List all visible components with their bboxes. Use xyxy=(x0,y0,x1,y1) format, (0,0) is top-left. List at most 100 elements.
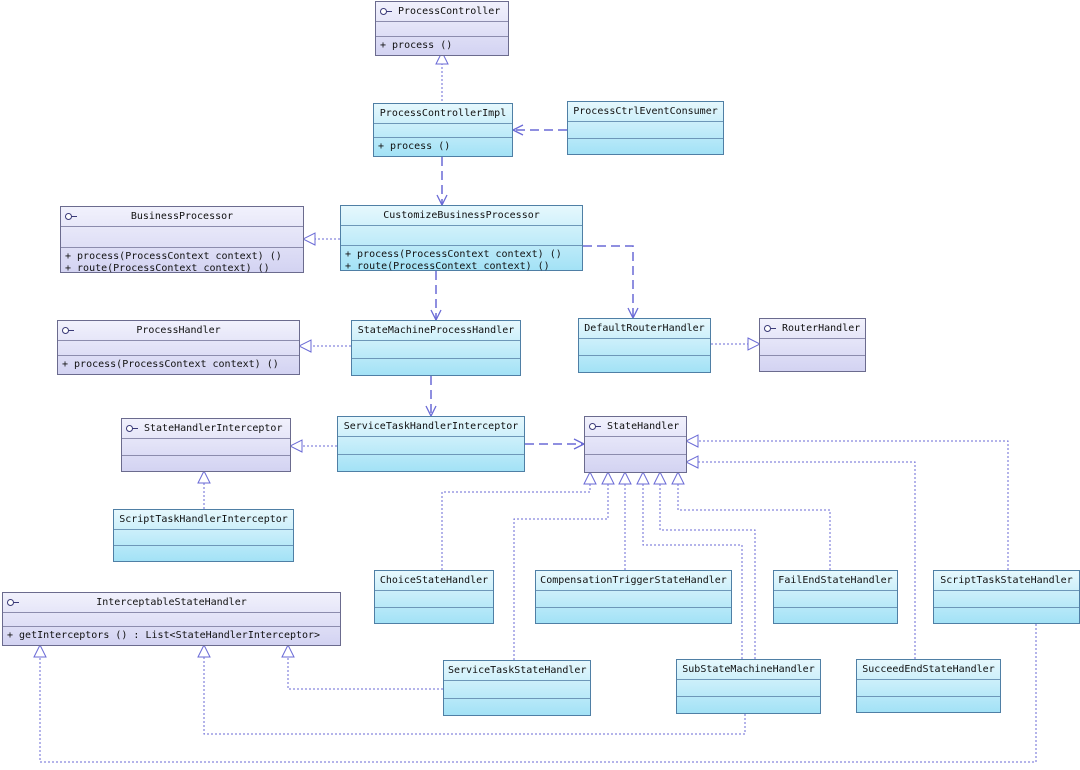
class-name: ProcessControllerImpl xyxy=(379,108,507,119)
state-machine-process-handler-class[interactable]: StateMachineProcessHandler xyxy=(351,320,521,376)
methods-section xyxy=(774,606,897,624)
choice-state-handler-class[interactable]: ChoiceStateHandler xyxy=(374,570,494,624)
edge-service-task-to-state-handler xyxy=(513,473,608,660)
state-handler-interceptor-interface[interactable]: StateHandlerInterceptor xyxy=(121,418,291,472)
fail-end-state-handler-class[interactable]: FailEndStateHandler xyxy=(773,570,898,624)
class-name: CompensationTriggerStateHandler xyxy=(540,575,727,586)
methods-section xyxy=(585,454,686,472)
edge-service-task-to-interceptable xyxy=(288,646,443,690)
service-task-handler-interceptor-class[interactable]: ServiceTaskHandlerInterceptor xyxy=(337,416,525,472)
class-name: SucceedEndStateHandler xyxy=(862,664,995,675)
edge-script-task-to-state-handler xyxy=(687,441,1009,570)
edge-submachine-a-to-state-handler xyxy=(643,473,743,659)
method: + process(ProcessContext context) () xyxy=(65,250,282,262)
router-handler-interface[interactable]: RouterHandler xyxy=(759,318,866,372)
attributes-section xyxy=(568,121,723,138)
attributes-section xyxy=(579,338,710,355)
attributes-section xyxy=(338,436,524,454)
attributes-section xyxy=(857,679,1000,696)
class-name: FailEndStateHandler xyxy=(778,575,893,586)
attributes-section xyxy=(585,436,686,454)
method: + process () xyxy=(378,141,451,152)
class-name: ChoiceStateHandler xyxy=(379,575,489,586)
sub-state-machine-handler-class[interactable]: SubStateMachineHandler xyxy=(676,659,821,714)
class-name: ServiceTaskHandlerInterceptor xyxy=(343,421,519,432)
methods-section xyxy=(352,357,520,376)
customize-business-processor-class[interactable]: CustomizeBusinessProcessor + process(Pro… xyxy=(340,205,583,272)
interface-icon xyxy=(126,423,140,433)
methods-section xyxy=(338,453,524,472)
attributes-section xyxy=(352,340,520,358)
succeed-end-state-handler-class[interactable]: SucceedEndStateHandler xyxy=(856,659,1001,713)
edge-fail-end-to-state-handler xyxy=(678,473,831,570)
interface-icon xyxy=(7,597,21,607)
class-name: StateHandlerInterceptor xyxy=(122,419,290,438)
attributes-section xyxy=(114,529,293,545)
methods-section: + process () xyxy=(376,35,508,56)
class-name-text: ProcessHandler xyxy=(136,325,221,336)
class-name: ServiceTaskStateHandler xyxy=(448,665,587,676)
class-name-text: InterceptableStateHandler xyxy=(96,597,247,608)
process-controller-impl-class[interactable]: ProcessControllerImpl + process () xyxy=(373,103,513,157)
dependency-edges xyxy=(431,130,633,444)
attributes-section xyxy=(774,590,897,607)
methods-section: + process(ProcessContext context) () + r… xyxy=(61,246,303,274)
script-task-handler-interceptor-class[interactable]: ScriptTaskHandlerInterceptor xyxy=(113,509,294,562)
interface-icon xyxy=(380,6,394,16)
process-handler-interface[interactable]: ProcessHandler + process(ProcessContext … xyxy=(57,320,300,375)
methods-section: + process(ProcessContext context) () xyxy=(58,354,299,375)
attributes-section xyxy=(341,225,582,245)
methods-section xyxy=(568,137,723,155)
edge-succeed-end-to-state-handler xyxy=(687,462,916,659)
methods-section xyxy=(579,355,710,372)
attributes-section xyxy=(122,438,290,455)
methods-section xyxy=(444,697,590,716)
class-name: SubStateMachineHandler xyxy=(682,664,815,675)
business-processor-interface[interactable]: BusinessProcessor + process(ProcessConte… xyxy=(60,206,304,274)
method: + getInterceptors () : List<StateHandler… xyxy=(7,630,321,641)
edge-script-task-to-interceptable xyxy=(40,624,1037,763)
class-name: ScriptTaskStateHandler xyxy=(940,575,1073,586)
attributes-section xyxy=(760,338,865,355)
attributes-section xyxy=(374,123,512,137)
methods-section: + process () xyxy=(374,137,512,156)
class-name: RouterHandler xyxy=(760,319,865,338)
method: + process(ProcessContext context) () xyxy=(345,249,562,260)
attributes-section xyxy=(934,590,1079,607)
method: + process(ProcessContext context) () xyxy=(62,358,279,370)
class-name-text: BusinessProcessor xyxy=(130,211,234,222)
class-name: ProcessHandler xyxy=(58,321,299,340)
default-router-handler-class[interactable]: DefaultRouterHandler xyxy=(578,318,711,373)
methods-section xyxy=(857,695,1000,713)
methods-section xyxy=(536,606,731,624)
edge-choice-to-state-handler xyxy=(441,473,590,570)
attributes-section xyxy=(536,590,731,607)
class-name: StateMachineProcessHandler xyxy=(357,325,515,336)
attributes-section xyxy=(444,680,590,698)
class-name-text: ProcessController xyxy=(398,6,501,17)
methods-section xyxy=(114,545,293,561)
interface-icon xyxy=(764,323,778,333)
interceptable-state-handler-interface[interactable]: InterceptableStateHandler + getIntercept… xyxy=(2,592,341,646)
class-name: StateHandler xyxy=(585,417,686,436)
attributes-section xyxy=(3,612,340,626)
process-controller-interface[interactable]: ProcessController + process () xyxy=(375,1,509,56)
method: + process () xyxy=(380,39,453,51)
script-task-state-handler-class[interactable]: ScriptTaskStateHandler xyxy=(933,570,1080,624)
process-ctrl-event-consumer-class[interactable]: ProcessCtrlEventConsumer xyxy=(567,101,724,155)
methods-section xyxy=(375,606,493,624)
method: + route(ProcessContext context) () xyxy=(65,262,270,274)
methods-section xyxy=(677,696,820,713)
attributes-section xyxy=(58,340,299,355)
realization-edges xyxy=(40,53,1037,763)
methods-section: + getInterceptors () : List<StateHandler… xyxy=(3,626,340,645)
interface-icon xyxy=(62,325,76,335)
attributes-section xyxy=(376,21,508,36)
class-name: ProcessController xyxy=(376,2,508,21)
methods-section xyxy=(760,354,865,372)
service-task-state-handler-class[interactable]: ServiceTaskStateHandler xyxy=(443,660,591,716)
state-handler-interface[interactable]: StateHandler xyxy=(584,416,687,473)
methods-section xyxy=(122,454,290,472)
attributes-section xyxy=(61,226,303,247)
compensation-trigger-state-handler-class[interactable]: CompensationTriggerStateHandler xyxy=(535,570,732,624)
